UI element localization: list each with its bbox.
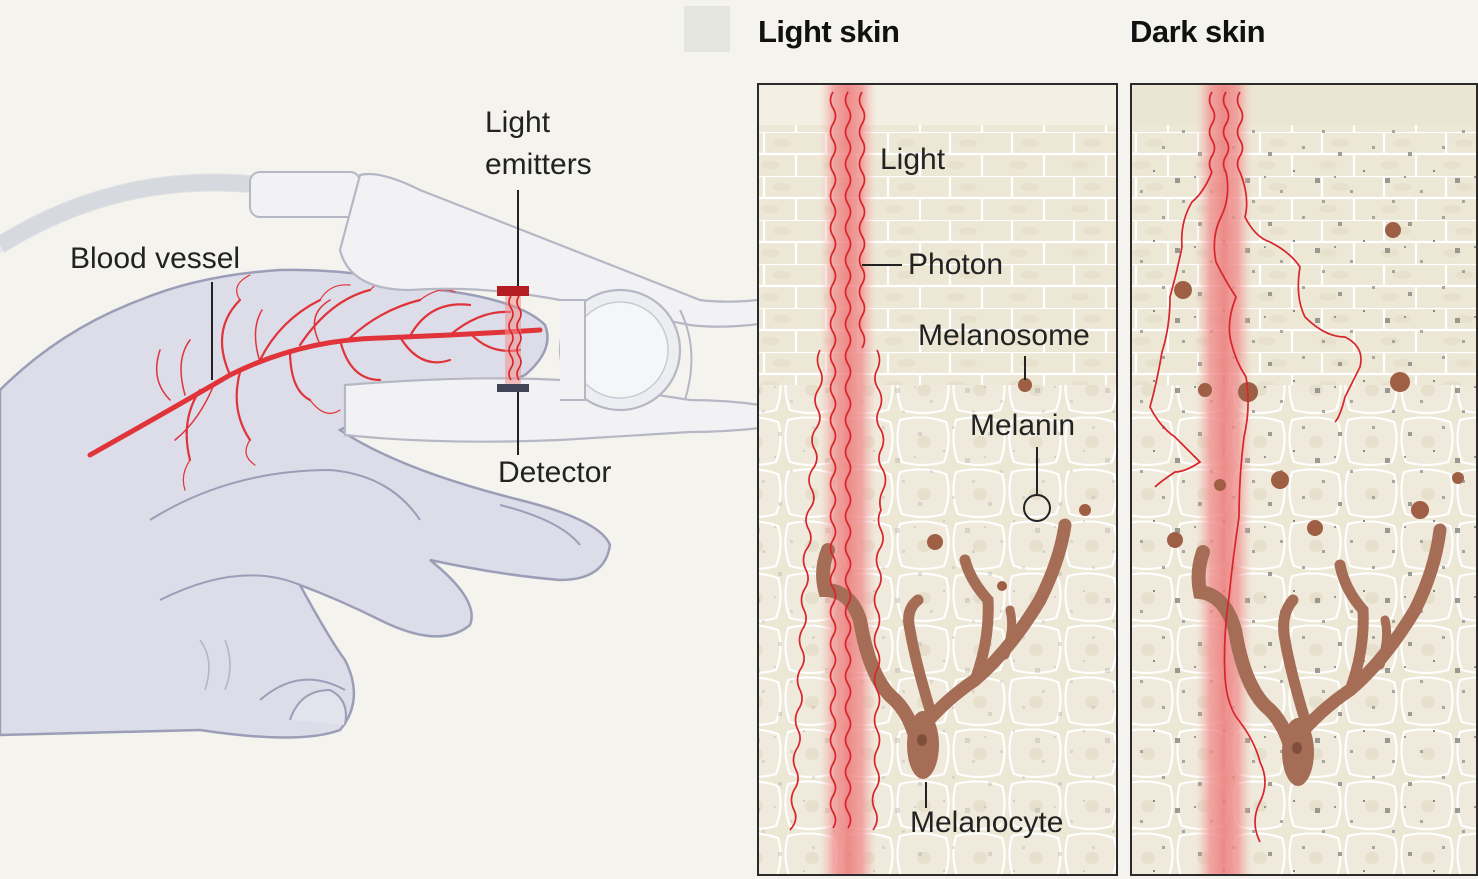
light-label: Light [880,142,945,178]
light-skin-heading: Light skin [758,14,899,50]
blood-vessel-label: Blood vessel [70,241,240,277]
melanin-label: Melanin [970,408,1075,444]
detector-label: Detector [498,455,611,491]
dark-light-beam [1196,85,1252,875]
light-emitter [497,286,529,296]
color-swatch [684,6,730,52]
melanocyte-label: Melanocyte [910,805,1063,841]
detector-sensor [497,384,529,392]
light-emitters-label-line1: Light [485,105,550,141]
photon-label: Photon [908,247,1003,283]
light-emitters-label-line2: emitters [485,147,592,183]
dark-skin-panel [1131,84,1478,875]
light-skin-panel [758,84,1117,875]
dark-skin-heading: Dark skin [1130,14,1265,50]
melanosome-label: Melanosome [918,318,1090,354]
